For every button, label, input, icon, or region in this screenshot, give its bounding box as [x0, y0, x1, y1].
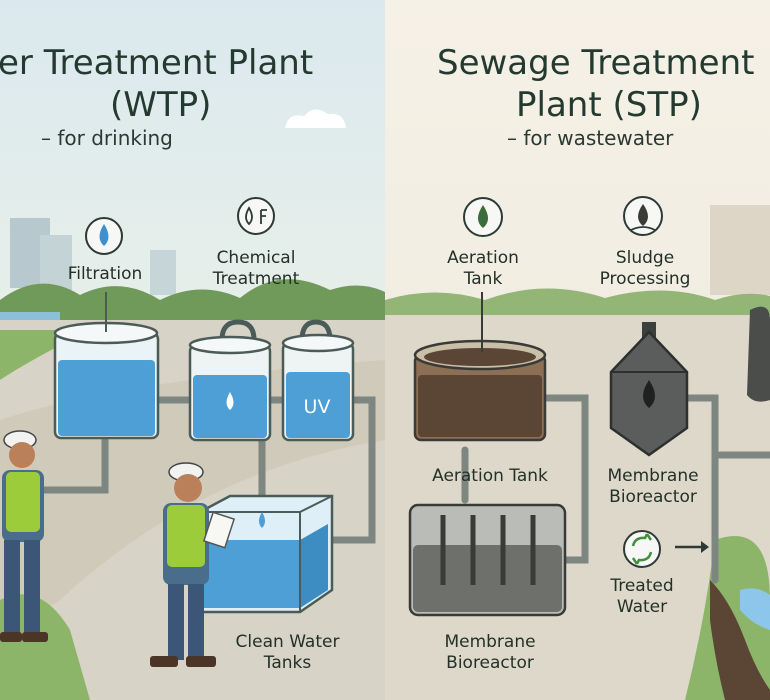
building — [40, 235, 72, 290]
tank-drop-icon — [226, 392, 234, 410]
wtp-title-line2: (WTP) — [110, 85, 212, 125]
falling-drop — [259, 512, 265, 528]
sludge-processing-vessel — [609, 322, 689, 457]
aeration-tank — [413, 339, 547, 442]
stp-title-line1: Sewage Treatment — [437, 43, 755, 83]
chemical-treatment-label: Chemical Treatment — [212, 248, 300, 289]
aeration-tank-label: Aeration Tank — [432, 466, 548, 486]
sludge-stream — [710, 580, 770, 700]
clean-water-tanks-label: Clean Water Tanks — [235, 632, 340, 673]
uv-tank — [281, 319, 355, 442]
stp-title-line2: Plant (STP) — [516, 85, 702, 125]
filtration-label: Filtration — [67, 264, 143, 284]
tree-line — [0, 279, 385, 330]
wtp-panel: er Treatment Plant (WTP) – for drinking … — [0, 0, 385, 700]
wtp-subtitle: – for drinking — [41, 126, 173, 150]
filtration-tank — [53, 321, 160, 440]
wtp-illustration — [0, 109, 385, 700]
vessel-edge — [747, 306, 770, 402]
chemical-tank — [188, 319, 272, 442]
water-drop-icon — [85, 217, 123, 255]
aeration-tank-top-label: Aeration Tank — [447, 248, 519, 289]
arrow-right-icon — [675, 541, 709, 553]
grass — [0, 330, 90, 380]
worker-left — [0, 430, 48, 642]
water-drop-icon — [623, 196, 663, 236]
grass — [0, 594, 90, 700]
sludge-processing-label: Sludge Processing — [599, 248, 691, 289]
membrane-bioreactor-tank — [408, 503, 567, 617]
recycle-icon — [623, 530, 661, 568]
chemical-drops-icon — [237, 197, 275, 235]
sludge-drop-icon — [463, 197, 503, 237]
membrane-bioreactor-right-label: Membrane Bioreactor — [607, 466, 699, 507]
treated-water-label: Treated Water — [610, 576, 674, 617]
stp-subtitle: – for wastewater — [507, 126, 674, 150]
worker-center — [150, 462, 236, 667]
cloud — [285, 109, 346, 128]
membrane-bioreactor-bottom-label: Membrane Bioreactor — [444, 632, 536, 673]
building — [150, 250, 176, 295]
wtp-title-line1: er Treatment Plant — [0, 43, 314, 83]
building — [710, 205, 770, 295]
clean-water-tank — [198, 494, 334, 614]
uv-label: UV — [303, 396, 331, 418]
stp-panel: Sewage Treatment Plant (STP) – for waste… — [385, 0, 770, 700]
pond — [740, 588, 770, 630]
pipe-network — [16, 396, 376, 544]
stp-illustration — [385, 196, 770, 700]
